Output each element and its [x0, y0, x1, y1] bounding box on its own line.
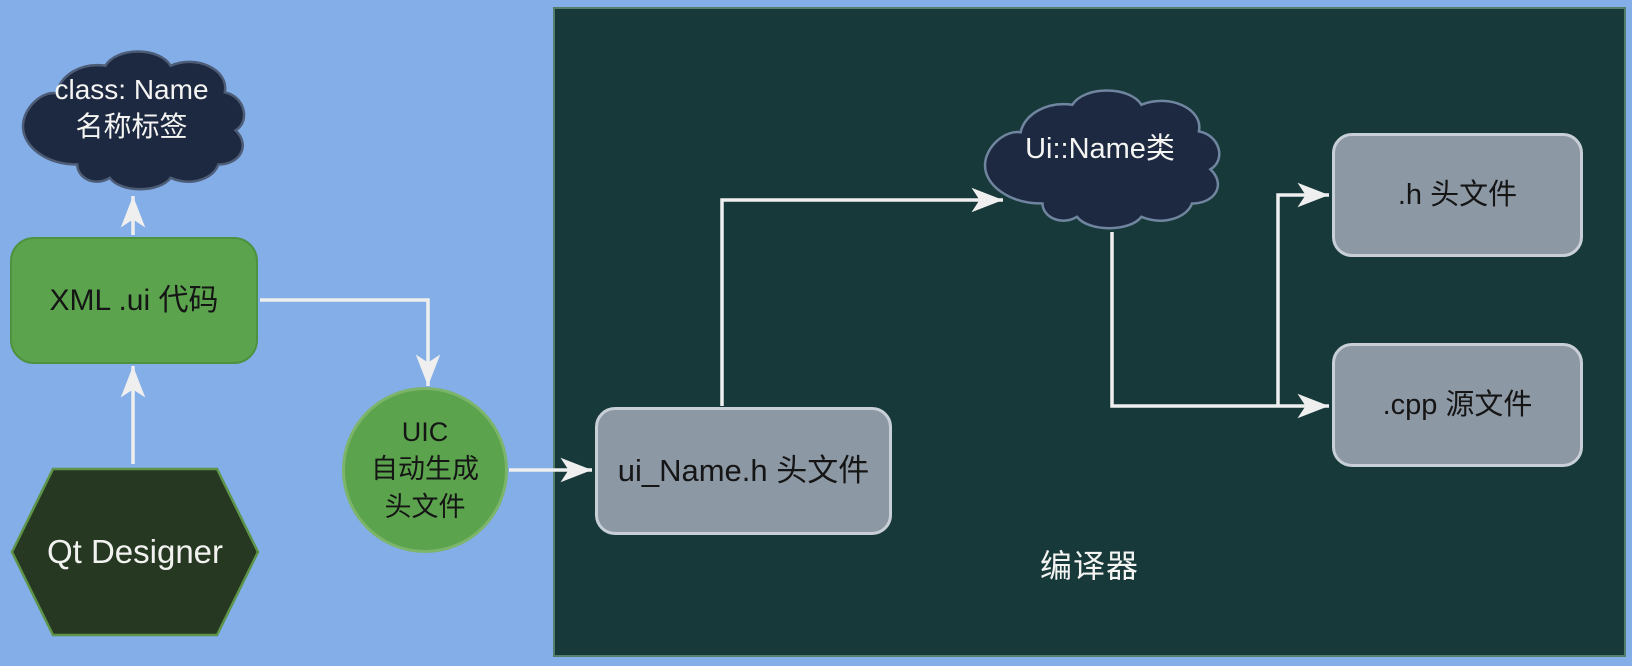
- edge-xml-to-uic: [260, 298, 441, 386]
- h-file-box: .h 头文件: [1332, 133, 1583, 257]
- ui-name-header-box: ui_Name.h 头文件: [595, 407, 892, 535]
- cpp-file-label: .cpp 源文件: [1382, 388, 1533, 421]
- cloud-shape: [985, 82, 1215, 232]
- ui-name-class-label: Ui::Name类: [1025, 132, 1175, 165]
- cloud-shape: [23, 43, 240, 193]
- uic-circle: UIC 自动生成 头文件: [342, 387, 508, 553]
- class-name-cloud-label: class: Name 名称标签: [54, 74, 209, 142]
- ui-name-header-label: ui_Name.h 头文件: [617, 452, 870, 488]
- h-file-label: .h 头文件: [1397, 178, 1518, 211]
- xml-ui-box-label: XML .ui 代码: [49, 283, 219, 317]
- xml-ui-box: XML .ui 代码: [10, 237, 258, 364]
- qt-designer-hexagon: Qt Designer: [10, 467, 260, 637]
- uic-circle-label: UIC 自动生成 头文件: [371, 417, 479, 522]
- cpp-file-box: .cpp 源文件: [1332, 343, 1583, 467]
- class-name-cloud: class: Name 名称标签: [23, 43, 240, 193]
- qt-designer-label: Qt Designer: [46, 533, 224, 571]
- ui-name-class-cloud: Ui::Name类: [985, 82, 1215, 232]
- compiler-panel-label: 编译器: [1039, 548, 1139, 584]
- hexagon-shape: [10, 467, 260, 637]
